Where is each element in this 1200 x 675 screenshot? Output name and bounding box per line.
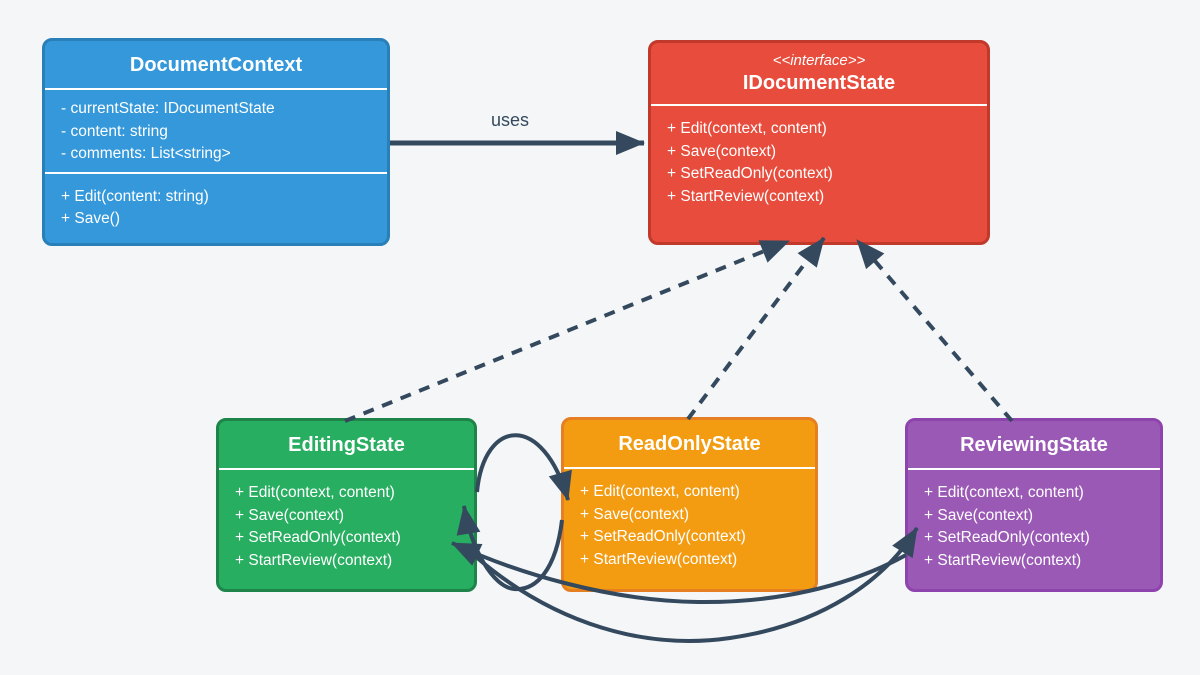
class-readonlystate: ReadOnlyState + Edit(context, content) +… <box>561 417 818 592</box>
class-reviewingstate: ReviewingState + Edit(context, content) … <box>905 418 1163 592</box>
class-method: + StartReview(context) <box>924 551 1082 569</box>
class-method: + SetReadOnly(context) <box>667 165 833 182</box>
class-method: + StartReview(context) <box>667 187 825 205</box>
class-title: ReviewingState <box>960 434 1108 456</box>
attributes-section: - currentState: IDocumentState - content… <box>45 88 387 172</box>
class-title: ReadOnlyState <box>618 433 761 455</box>
class-method: + Save(context) <box>580 505 689 523</box>
class-method: + StartReview(context) <box>235 551 393 569</box>
class-title-block: <<interface>> IDocumentState <box>651 43 987 104</box>
methods-section: + Edit(context, content) + Save(context)… <box>908 468 1160 589</box>
class-method: + SetReadOnly(context) <box>580 528 746 545</box>
class-method: + SetReadOnly(context) <box>235 529 401 546</box>
class-method: + Edit(context, content) <box>235 484 395 501</box>
class-method: + Save(context) <box>667 142 776 160</box>
methods-section: + Edit(context, content) + Save(context)… <box>651 104 987 242</box>
transition-readonly-to-editing-line <box>456 505 564 592</box>
class-method: + Edit(context, content) <box>667 120 827 137</box>
methods-section: + Edit(content: string) + Save() <box>45 171 387 244</box>
class-editingstate: EditingState + Edit(context, content) + … <box>216 418 477 592</box>
class-method: + Save(context) <box>924 506 1033 524</box>
class-attribute: - content: string <box>61 122 168 140</box>
class-title: DocumentContext <box>129 54 303 76</box>
interface-stereotype: <<interface>> <box>772 52 866 69</box>
class-method: + Save(context) <box>235 506 344 524</box>
class-title: EditingState <box>288 434 405 456</box>
methods-section: + Edit(context, content) + Save(context)… <box>219 468 474 589</box>
class-documentcontext: DocumentContext - currentState: IDocumen… <box>42 38 390 246</box>
class-title: IDocumentState <box>742 72 896 94</box>
class-method: + StartReview(context) <box>580 550 738 568</box>
transition-editing-to-readonly-line <box>475 433 572 501</box>
class-method: + Edit(content: string) <box>61 187 209 205</box>
realization-readonlystate-line <box>686 236 826 421</box>
class-attribute: - comments: List<string> <box>61 145 231 162</box>
class-method: + SetReadOnly(context) <box>924 529 1090 546</box>
methods-section: + Edit(context, content) + Save(context)… <box>564 467 815 589</box>
realization-reviewingstate-line <box>855 238 1014 423</box>
realization-editingstate-line <box>344 239 790 423</box>
class-idocumentstate: <<interface>> IDocumentState + Edit(cont… <box>648 40 990 245</box>
class-method: + Edit(context, content) <box>580 483 740 500</box>
class-attribute: - currentState: IDocumentState <box>61 100 275 117</box>
class-method: + Save() <box>61 210 121 227</box>
class-method: + Edit(context, content) <box>924 484 1084 501</box>
association-label-uses: uses <box>490 110 530 130</box>
